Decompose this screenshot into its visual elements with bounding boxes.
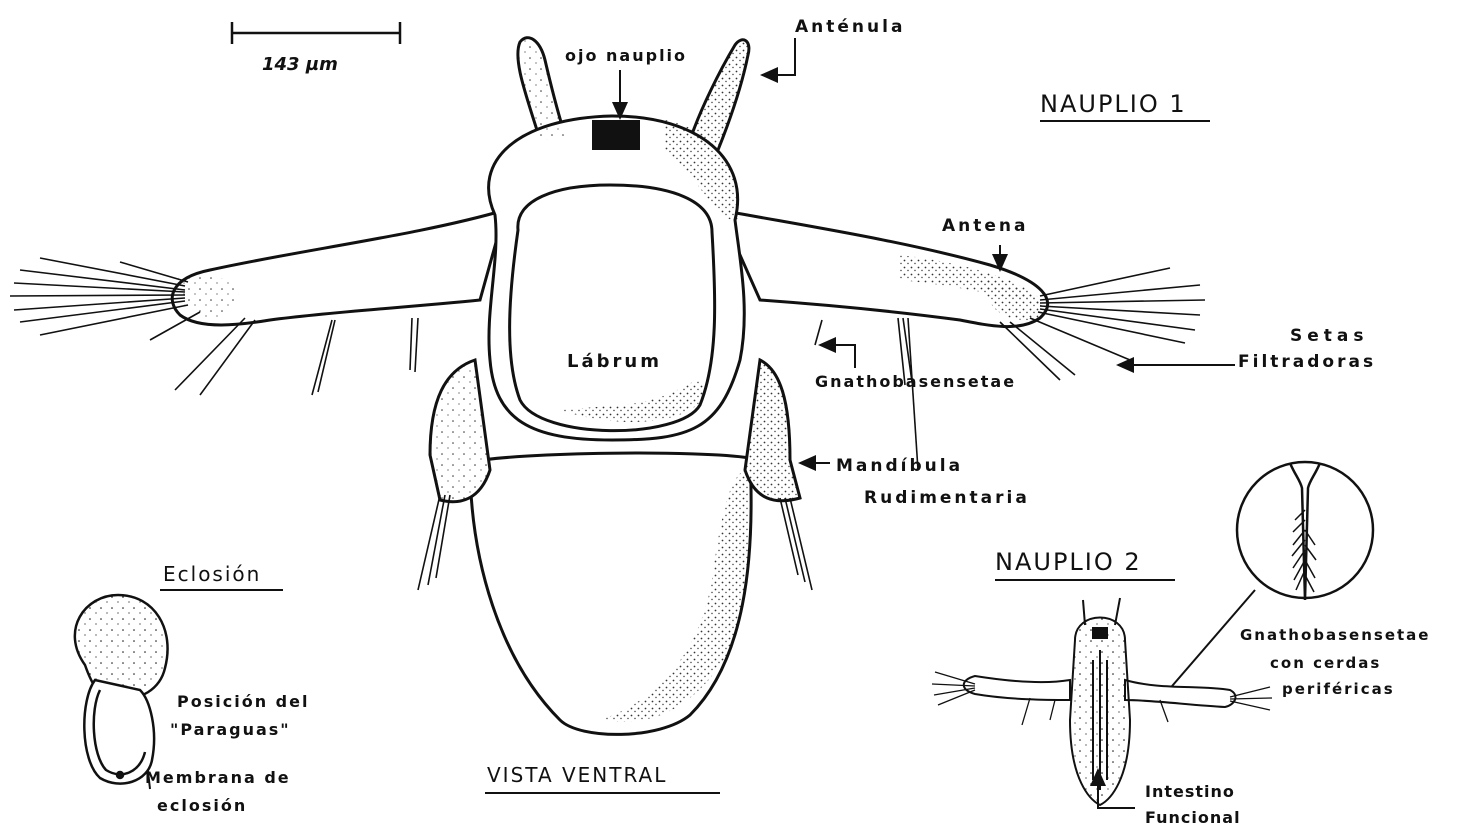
- label-mandibula: Mandíbula: [836, 456, 963, 476]
- label-eclosion-membrane: eclosión: [157, 796, 247, 815]
- label-gnathobasensetae: Gnathobasensetae: [815, 372, 1016, 391]
- scale-bar: [232, 22, 400, 44]
- label-rudimentaria: Rudimentaria: [864, 488, 1030, 508]
- label-labrum: Lábrum: [567, 351, 662, 372]
- trunk: [470, 453, 751, 734]
- label-perifericas: periféricas: [1282, 680, 1395, 698]
- label-membrana-de: Membrana de: [145, 768, 291, 787]
- label-ojo-nauplio: ojo nauplio: [565, 46, 687, 65]
- eclosion-title: Eclosión: [163, 562, 261, 586]
- scale-bar-label: 143 µm: [262, 54, 338, 75]
- nauplio-1-title: NAUPLIO 1: [1040, 90, 1187, 118]
- label-setas: Setas: [1290, 326, 1369, 346]
- label-con-cerdas: con cerdas: [1270, 654, 1381, 672]
- nauplius-2-figure: [964, 598, 1236, 805]
- label-filtradoras: Filtradoras: [1238, 352, 1376, 372]
- label-posicion-del: Posición del: [177, 692, 309, 711]
- label-gnathobasensetae-2: Gnathobasensetae: [1240, 626, 1430, 644]
- vista-ventral-title: VISTA VENTRAL: [487, 763, 667, 787]
- label-intestino: Intestino: [1145, 782, 1235, 801]
- nauplius-eye: [592, 120, 640, 150]
- magnified-seta: [1237, 462, 1373, 600]
- label-funcional: Funcional: [1145, 808, 1241, 827]
- eclosion-figure: [75, 595, 168, 784]
- label-antena: Antena: [942, 216, 1029, 236]
- nauplio-2-title: NAUPLIO 2: [995, 548, 1142, 576]
- label-paraguas: "Paraguas": [170, 720, 291, 739]
- label-antenula: Anténula: [795, 17, 905, 37]
